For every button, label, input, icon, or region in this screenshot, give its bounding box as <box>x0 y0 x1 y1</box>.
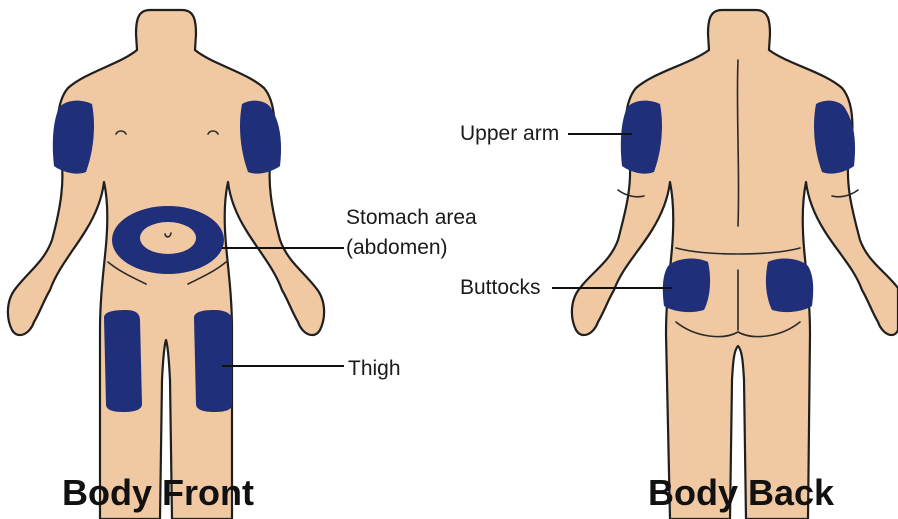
buttocks-label: Buttocks <box>460 276 541 299</box>
back-figure <box>572 10 898 519</box>
back-left-upper-arm-zone <box>621 101 662 174</box>
front-right-upper-arm-zone <box>240 101 281 174</box>
upper-arm-label: Upper arm <box>460 122 559 145</box>
front-right-thigh-zone <box>194 310 232 412</box>
body-front-caption: Body Front <box>62 472 254 513</box>
back-left-buttock-zone <box>663 259 710 313</box>
front-left-upper-arm-zone <box>53 101 94 174</box>
back-right-buttock-zone <box>766 259 813 313</box>
abdomen-label: (abdomen) <box>346 236 448 259</box>
stomach-area-label: Stomach area <box>346 206 477 229</box>
back-body-silhouette <box>572 10 898 519</box>
front-figure <box>8 10 324 519</box>
thigh-label: Thigh <box>348 357 401 380</box>
body-back-caption: Body Back <box>648 472 835 513</box>
front-left-thigh-zone <box>104 310 142 412</box>
